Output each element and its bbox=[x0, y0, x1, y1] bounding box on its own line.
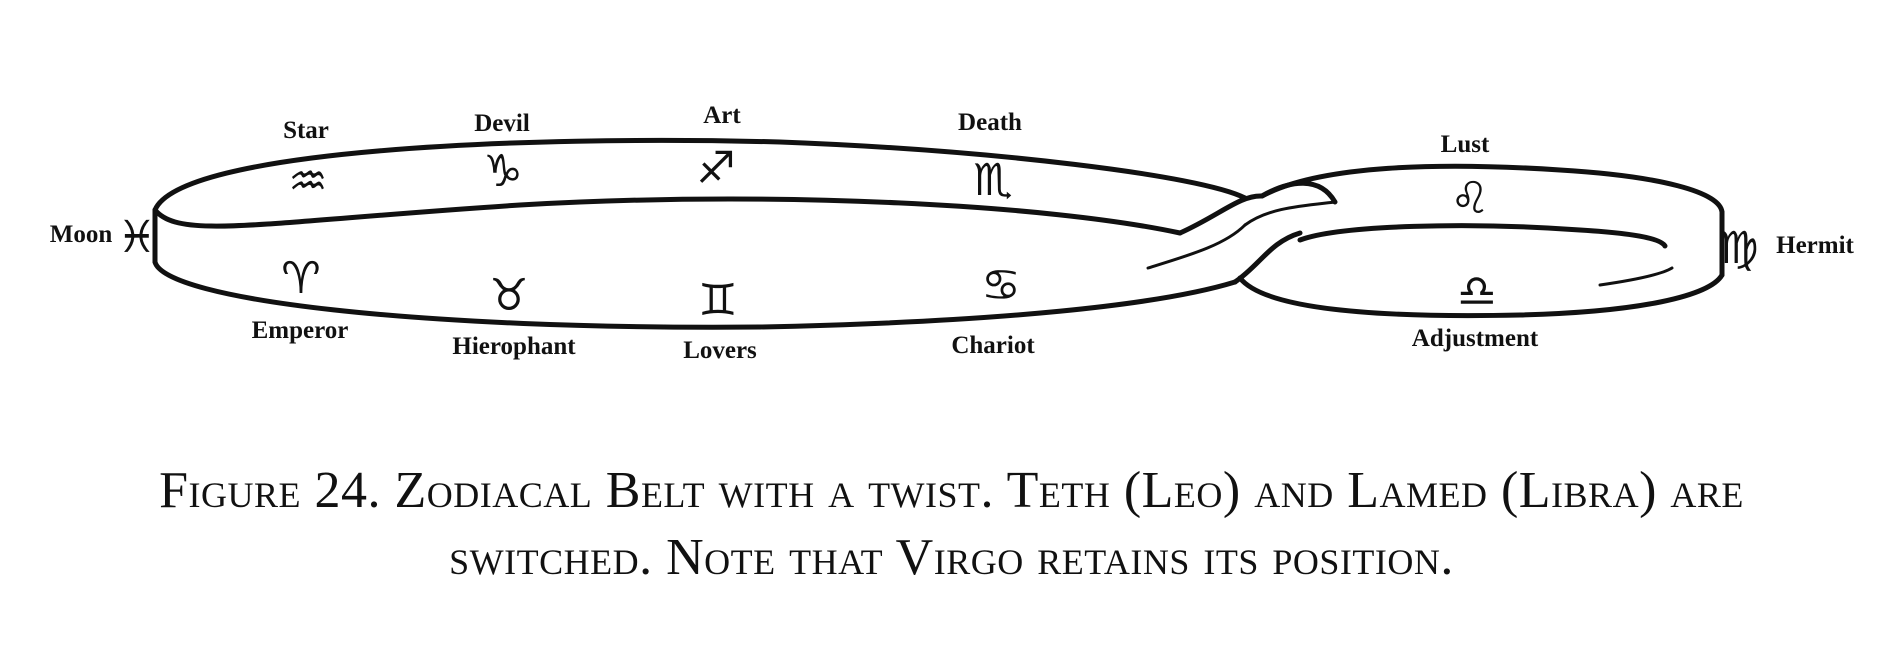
virgo-icon: ♍ bbox=[1719, 223, 1758, 274]
taurus-icon: ♉ bbox=[489, 270, 528, 321]
small-loop-inner-edge bbox=[1297, 223, 1668, 249]
aries-icon: ♈ bbox=[281, 253, 320, 304]
small-loop-top-edge bbox=[1259, 163, 1725, 215]
large-loop-outer-top-edge bbox=[152, 137, 1248, 213]
leo-icon: ♌ bbox=[1450, 173, 1489, 224]
large-loop-inner-edge bbox=[152, 196, 1183, 236]
cancer-icon: ♋ bbox=[981, 260, 1020, 311]
small-loop-inner-stroke bbox=[1598, 266, 1674, 287]
scorpio-icon: ♏ bbox=[973, 155, 1012, 206]
figure-caption-line-1: Figure 24. Zodiacal Belt with a twist. T… bbox=[159, 462, 1744, 519]
label-devil: Devil bbox=[474, 110, 530, 137]
label-star: Star bbox=[283, 117, 329, 144]
twist-edge-lower bbox=[1232, 230, 1303, 285]
label-hierophant: Hierophant bbox=[452, 333, 576, 360]
gemini-icon: ♊ bbox=[698, 275, 737, 326]
label-death: Death bbox=[958, 109, 1022, 136]
twist-inner-stroke-b bbox=[1243, 200, 1337, 227]
libra-icon: ♎ bbox=[1457, 266, 1496, 317]
label-adjustment: Adjustment bbox=[1412, 325, 1539, 352]
large-loop-bottom-edge bbox=[152, 259, 1238, 330]
aquarius-icon: ♒ bbox=[288, 156, 327, 207]
capricorn-icon: ♑ bbox=[483, 146, 522, 197]
small-loop-bottom-edge bbox=[1237, 272, 1725, 319]
twist-inner-stroke-a bbox=[1146, 223, 1247, 270]
label-lust: Lust bbox=[1441, 131, 1490, 158]
label-hermit: Hermit bbox=[1776, 232, 1854, 259]
figure-caption-line-2: switched. Note that Virgo retains its po… bbox=[449, 529, 1454, 586]
pisces-icon: ♓ bbox=[117, 212, 156, 263]
label-lovers: Lovers bbox=[683, 337, 757, 364]
label-art: Art bbox=[703, 102, 741, 129]
sagittarius-icon: ♐ bbox=[696, 143, 735, 194]
label-moon: Moon bbox=[50, 221, 113, 248]
twist-edge-upper bbox=[1177, 180, 1338, 236]
label-emperor: Emperor bbox=[252, 317, 349, 344]
label-chariot: Chariot bbox=[951, 332, 1035, 359]
